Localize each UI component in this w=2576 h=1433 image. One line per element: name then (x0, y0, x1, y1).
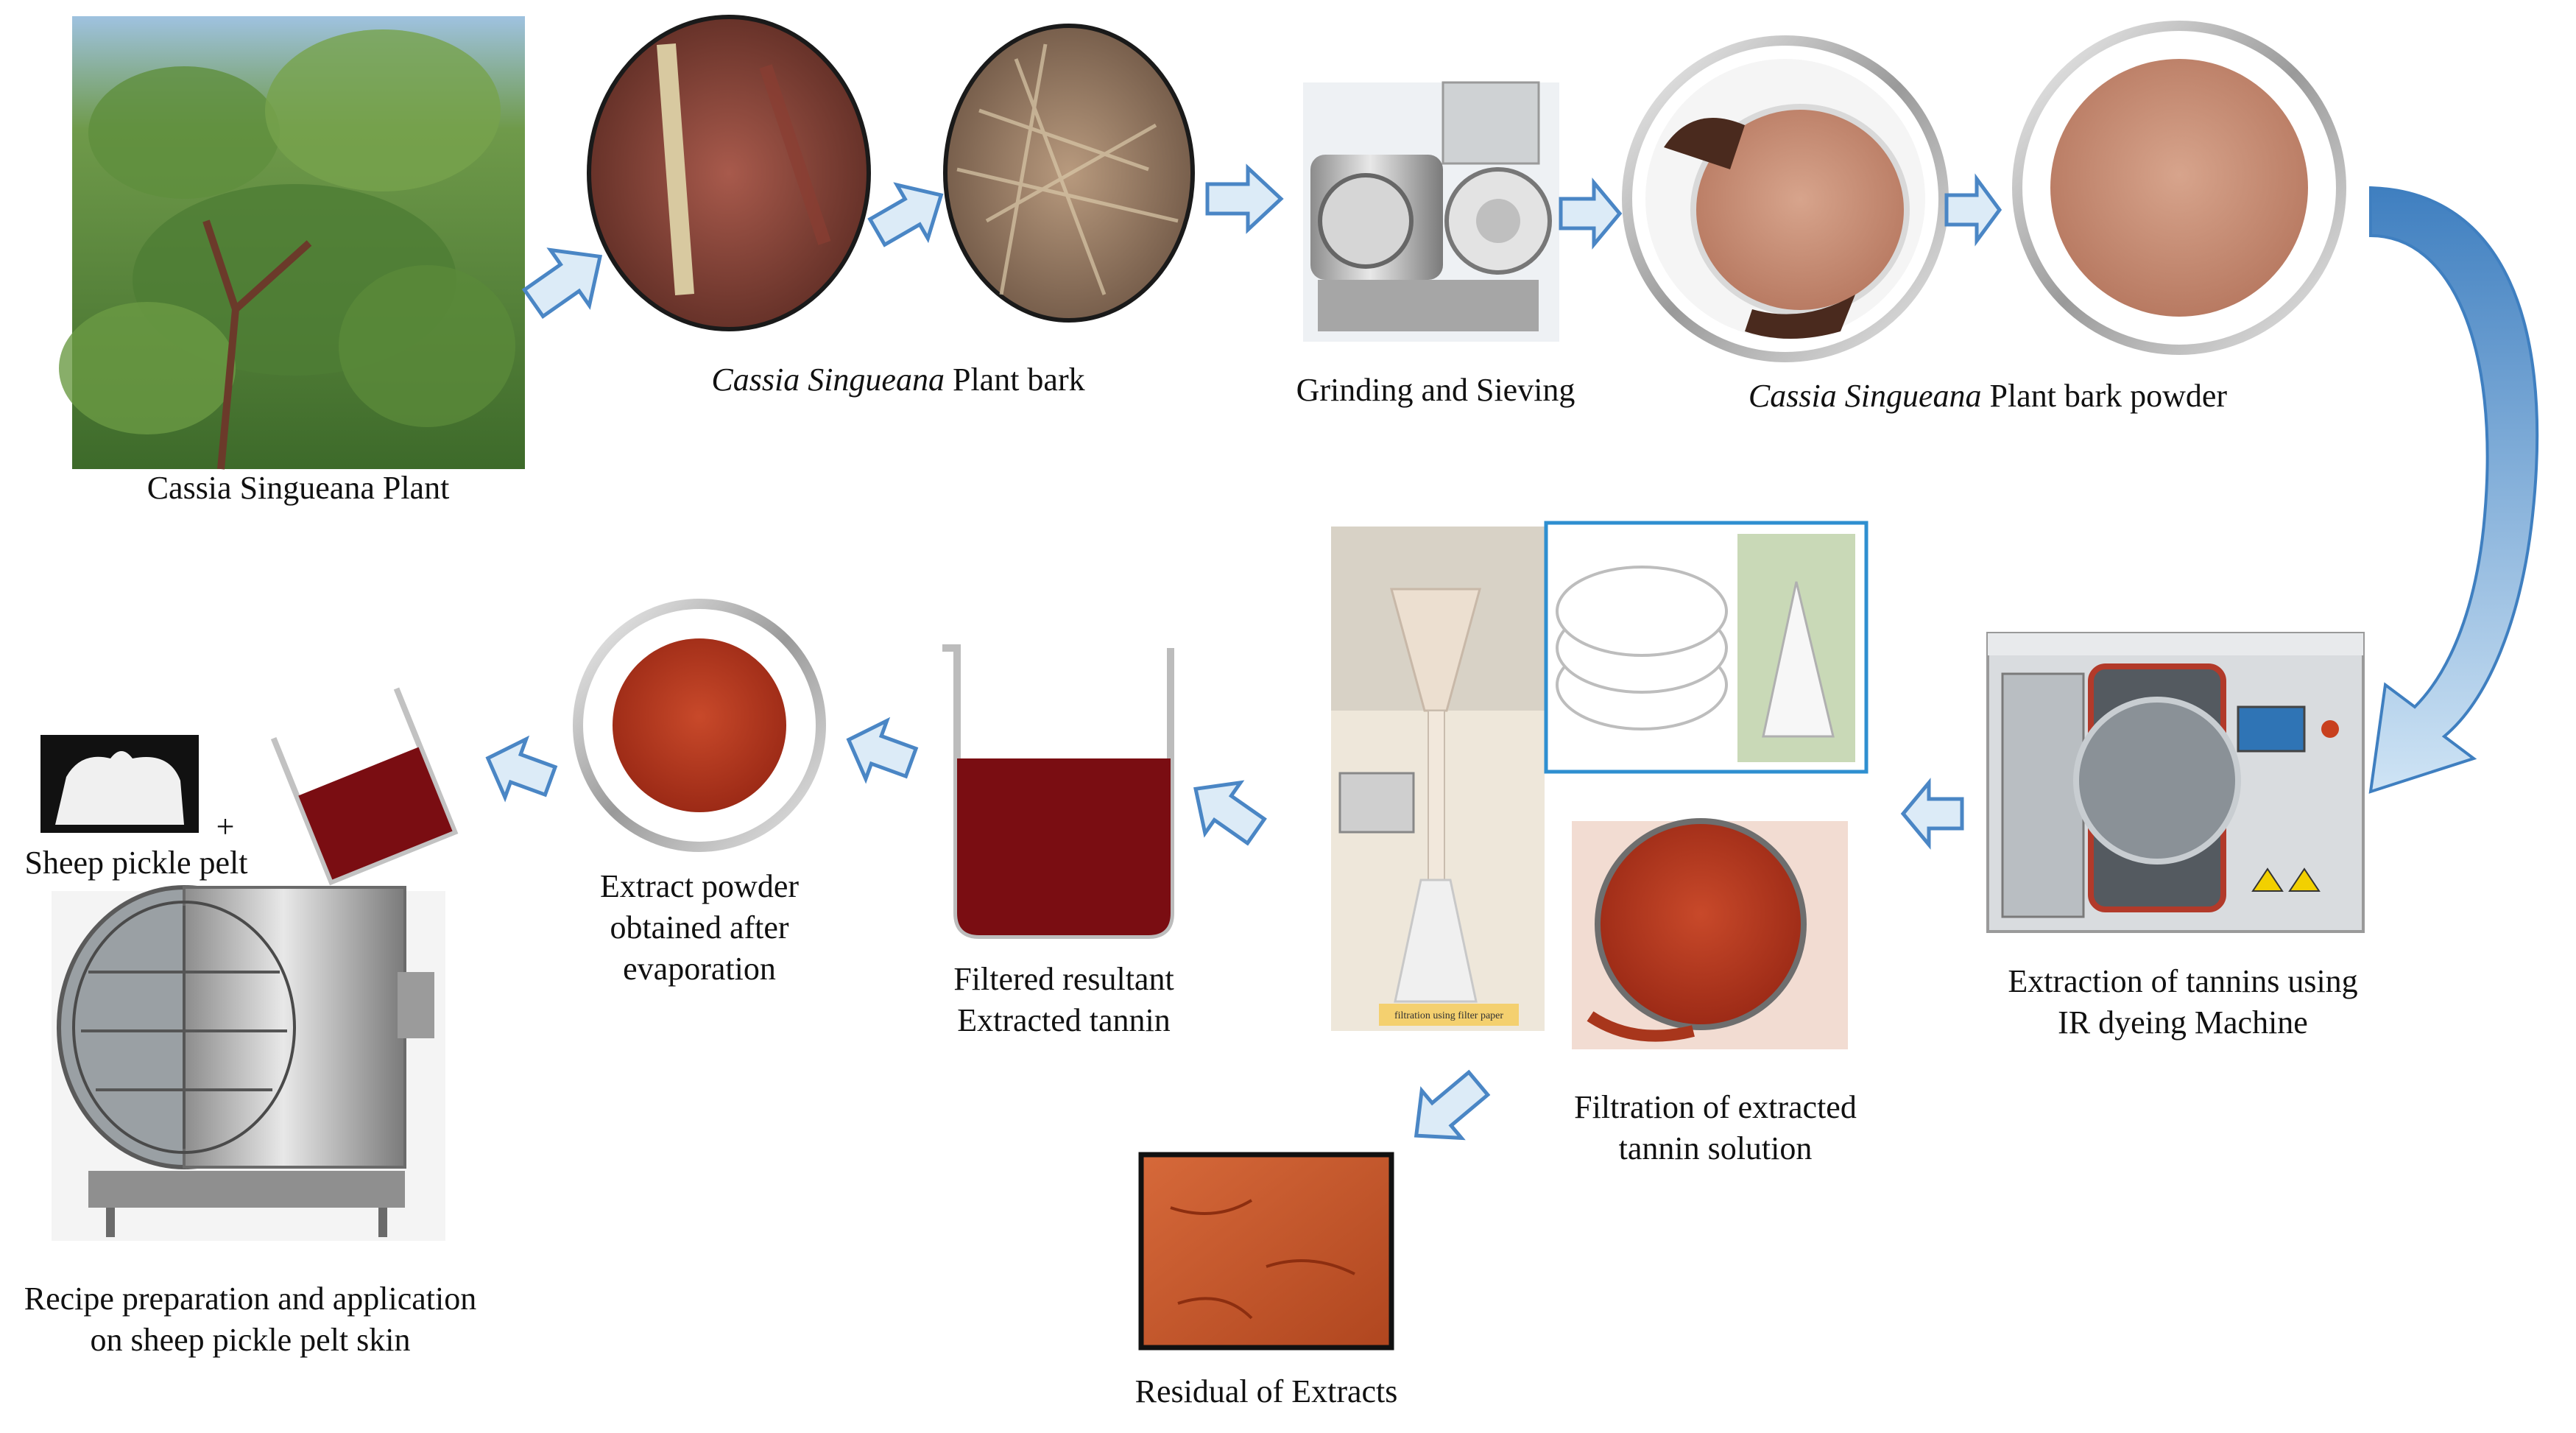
bark-powder-image (2012, 21, 2346, 355)
label-filtration: Filtration of extracted tannin solution (1531, 1087, 1899, 1169)
label-bark: Cassia Singueana Plant bark (677, 359, 1119, 401)
label-extraction-line1: Extraction of tannins using (2008, 963, 2358, 999)
arrow-fibre-to-grinder (1205, 163, 1284, 234)
label-extraction-line2: IR dyeing Machine (2058, 1004, 2308, 1041)
arrow-grinder-to-powder (1559, 177, 1623, 250)
ir-dyeing-machine-image (1986, 632, 2365, 933)
label-plus: + (216, 809, 235, 845)
arrow-beaker-to-extract (846, 716, 919, 784)
label-filtered-line2: Extracted tannin (957, 1002, 1171, 1038)
filtration-funnel-photo: filtration using filter paper (1331, 527, 1545, 1031)
tannin-strainer-photo (1572, 818, 1848, 1049)
label-sheep-pelt: Sheep pickle pelt (24, 845, 248, 881)
label-recipe-line1: Recipe preparation and application (24, 1281, 477, 1317)
label-recipe-line2: on sheep pickle pelt skin (90, 1322, 411, 1358)
label-bark-powder: Cassia Singueana Plant bark powder (1715, 376, 2260, 417)
label-filtered: Filtered resultant Extracted tannin (898, 959, 1229, 1041)
label-extract-line2: obtained after (610, 909, 789, 946)
arrow-bark-to-fibre (867, 182, 944, 247)
label-grinding: Grinding and Sieving (1296, 372, 1575, 408)
label-powder-rest: Plant bark powder (1981, 378, 2228, 414)
arrow-powder-to-fine (1944, 173, 2002, 247)
funnel-caption: filtration using filter paper (1394, 1010, 1503, 1021)
label-extract-line3: evaporation (623, 951, 776, 987)
sheep-pelt-image (40, 735, 199, 833)
plant-photo (59, 16, 525, 470)
label-filtration-line1: Filtration of extracted (1574, 1089, 1857, 1125)
label-bark-rest: Plant bark (944, 362, 1085, 398)
label-filtered-line1: Filtered resultant (953, 961, 1174, 997)
residual-extract-image (1138, 1152, 1394, 1351)
filter-paper-image (1544, 521, 1869, 774)
tanning-drum-image (52, 885, 445, 1241)
label-recipe: Recipe preparation and application on sh… (0, 1278, 501, 1361)
grinder-photo (1303, 81, 1559, 342)
arrow-plant-to-bark (521, 247, 603, 320)
bark-fibre-image (943, 24, 1195, 323)
arrow-to-residual (1414, 1069, 1491, 1141)
curved-arrow-to-extraction (2368, 186, 2539, 794)
label-filtration-line2: tannin solution (1618, 1130, 1813, 1166)
label-extraction: Extraction of tannins using IR dyeing Ma… (1944, 961, 2422, 1043)
label-extract-powder: Extract powder obtained after evaporatio… (552, 866, 847, 990)
extract-powder-image (573, 599, 826, 852)
arrow-filtration-to-beaker (1193, 780, 1267, 846)
arrow-extract-to-recipe (485, 735, 558, 803)
label-residual: Residual of Extracts (1135, 1373, 1398, 1409)
bark-powder-hand-image (1622, 35, 1949, 362)
label-plant: Cassia Singueana Plant (147, 470, 450, 506)
label-bark-species: Cassia Singueana (711, 362, 945, 398)
arrow-machine-to-filtration (1900, 778, 1964, 850)
label-powder-species: Cassia Singueana (1748, 378, 1982, 414)
bark-closeup-image (587, 15, 871, 331)
filtered-tannin-beaker (942, 644, 1174, 939)
tilted-tannin-beaker (270, 687, 459, 886)
label-extract-line1: Extract powder (600, 868, 799, 904)
